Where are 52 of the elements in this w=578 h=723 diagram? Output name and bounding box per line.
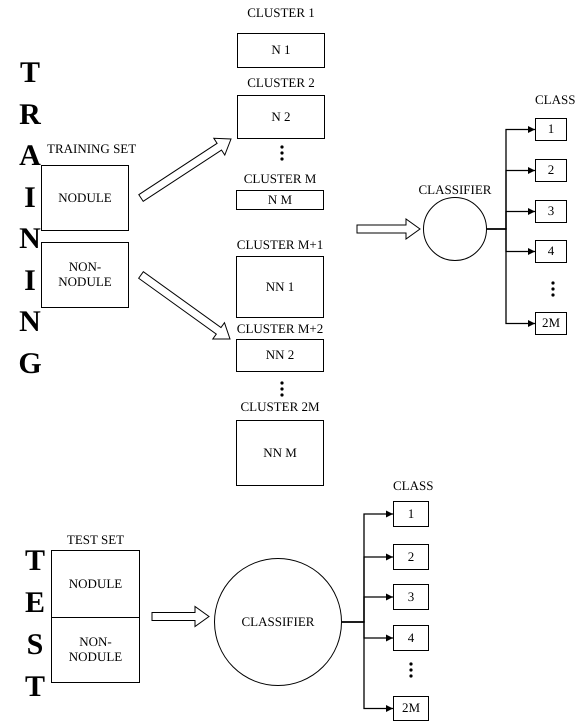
class-box xyxy=(535,118,567,141)
node-label: NODULE xyxy=(58,190,112,206)
node-label: NON- NODULE xyxy=(57,260,113,290)
node-label: 3 xyxy=(548,204,554,219)
node-heading: CLUSTER 2 xyxy=(246,76,316,91)
node-heading: CLUSTER M xyxy=(242,172,318,187)
node-label: 4 xyxy=(548,244,554,259)
node-heading: CLUSTER 2M xyxy=(239,400,321,415)
node-heading: CLUSTER M+2 xyxy=(236,322,324,337)
class-box xyxy=(393,625,429,651)
node-heading: CLUSTER 1 xyxy=(246,6,316,21)
column-heading: CLASS xyxy=(393,478,434,494)
hollow-arrow xyxy=(138,271,231,340)
node-label: N M xyxy=(268,192,292,208)
node-heading: CLUSTER M+1 xyxy=(236,238,324,253)
class-box xyxy=(393,584,429,610)
node-label: 3 xyxy=(408,590,414,604)
vertical-title: TEST xyxy=(24,543,46,705)
training-set-box xyxy=(41,165,129,231)
node-label: 1 xyxy=(548,122,554,137)
class-box xyxy=(535,240,567,263)
node-heading: CLASSIFIER xyxy=(418,183,492,198)
node-label: 4 xyxy=(408,630,414,646)
node-label: N 1 xyxy=(271,43,291,58)
class-box xyxy=(535,200,567,223)
training-set-box xyxy=(41,242,129,308)
node-label: NN 2 xyxy=(266,348,294,363)
class-box xyxy=(393,501,429,527)
hollow-arrow xyxy=(356,218,421,240)
branch-arrow xyxy=(342,621,393,712)
class-box xyxy=(393,696,429,721)
class-box xyxy=(535,159,567,182)
vertical-title: TRAINING xyxy=(17,55,43,382)
class-box xyxy=(535,312,567,335)
node-label: N 2 xyxy=(271,110,291,124)
node-label: 1 xyxy=(408,506,414,522)
hollow-arrow xyxy=(138,138,232,202)
node-heading: TEST SET xyxy=(66,533,126,548)
node-label: 2 xyxy=(548,163,554,178)
node-label: 2M xyxy=(542,316,560,331)
node-label: NN M xyxy=(263,446,297,460)
node-label: NN 1 xyxy=(266,280,294,294)
node-label: NON- NODULE xyxy=(68,635,124,665)
node-label: 2M xyxy=(402,701,420,716)
group-heading: TRAINING SET xyxy=(47,141,136,157)
node-label: CLASSIFIER xyxy=(242,614,314,630)
branch-arrow xyxy=(487,228,535,327)
node-label: NODULE xyxy=(68,576,122,592)
class-box xyxy=(393,544,429,570)
node-label: 2 xyxy=(408,550,414,564)
hollow-arrow xyxy=(152,606,210,628)
column-heading: CLASS xyxy=(535,92,576,108)
